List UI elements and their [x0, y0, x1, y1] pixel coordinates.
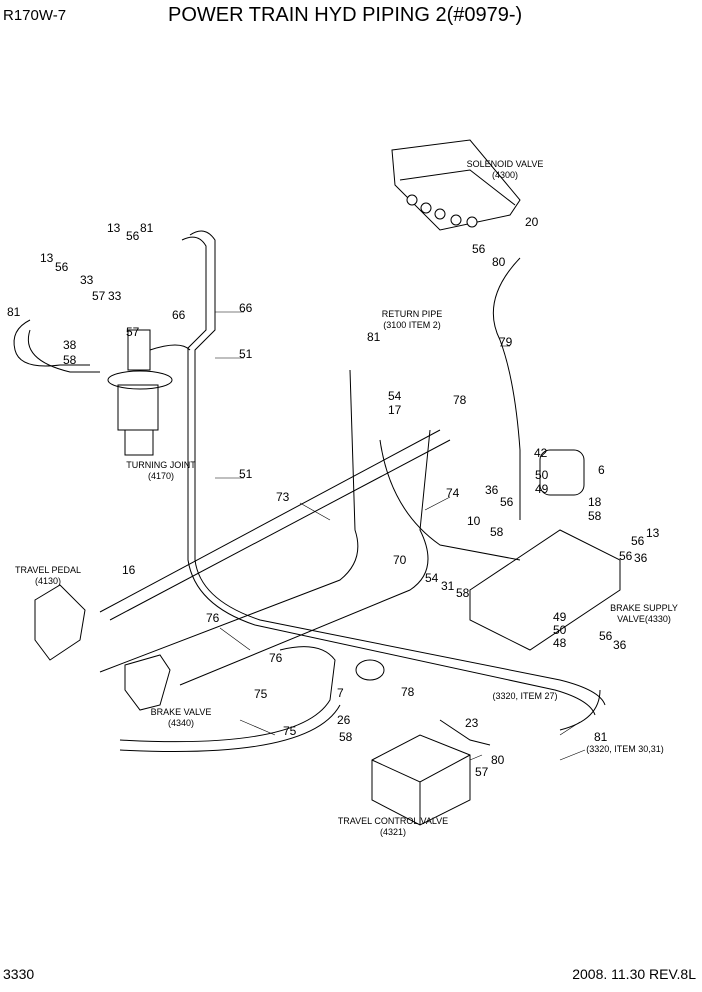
component-caption: TRAVEL CONTROL VALVE	[337, 816, 449, 826]
part-number-label: 56	[631, 534, 645, 548]
part-number-label: 57	[126, 325, 140, 339]
part-number-label: 13	[40, 251, 54, 265]
part-number-label: 36	[634, 551, 648, 565]
component-caption: SOLENOID VALVE	[466, 159, 544, 169]
part-number-label: 13	[646, 526, 660, 540]
part-number-label: 33	[108, 289, 122, 303]
accumulator-drawing	[539, 449, 585, 496]
part-number-label: 49	[535, 482, 549, 496]
part-number-label: 75	[283, 724, 297, 738]
part-number-label: 57	[92, 289, 106, 303]
hoses	[13, 230, 606, 752]
part-number-label: 42	[534, 446, 548, 460]
part-number-label: 51	[239, 467, 253, 481]
part-number-label: 56	[472, 242, 486, 256]
part-number-label: 78	[401, 685, 415, 699]
part-number-label: 23	[465, 716, 479, 730]
part-number-label: 80	[492, 255, 506, 269]
part-number-label: 74	[446, 486, 460, 500]
component-caption: (3320, ITEM 30,31)	[586, 744, 664, 754]
part-number-label: 48	[553, 636, 567, 650]
part-number-label: 81	[367, 330, 381, 344]
part-number-label: 58	[588, 509, 602, 523]
part-number-label: 58	[490, 525, 504, 539]
part-number-label: 75	[254, 687, 268, 701]
component-caption: BRAKE VALVE	[150, 707, 212, 717]
part-number-label: 70	[393, 553, 407, 567]
part-number-label: 54	[388, 389, 402, 403]
part-number-label: 79	[499, 335, 513, 349]
component-caption: (4321)	[379, 827, 407, 837]
part-number-label: 66	[239, 301, 253, 315]
component-caption: (3320, ITEM 27)	[492, 691, 558, 701]
part-number-label: 38	[63, 338, 77, 352]
revision-date: 2008. 11.30 REV.8L	[572, 966, 696, 982]
component-caption: (4170)	[147, 471, 175, 481]
part-number-label: 36	[485, 483, 499, 497]
page-title: POWER TRAIN HYD PIPING 2(#0979-)	[168, 4, 523, 26]
part-number-label: 54	[425, 571, 439, 585]
part-number-label: 33	[80, 273, 94, 287]
component-caption: (4300)	[491, 170, 519, 180]
part-number-label: 81	[7, 305, 21, 319]
part-number-label: 36	[613, 638, 627, 652]
part-number-label: 16	[122, 563, 136, 577]
component-caption: (4340)	[167, 718, 195, 728]
part-number-label: 10	[467, 514, 481, 528]
part-number-label: 66	[172, 308, 186, 322]
turning-joint-drawing	[107, 329, 173, 456]
brake-supply-valve-drawing	[469, 529, 621, 651]
component-caption: RETURN PIPE	[381, 309, 443, 319]
component-caption: BRAKE SUPPLY	[610, 603, 678, 613]
part-number-label: 56	[599, 629, 613, 643]
part-number-label: 76	[269, 651, 283, 665]
component-caption: (4130)	[34, 576, 62, 586]
component-caption: (3100 ITEM 2)	[383, 320, 441, 330]
page-number: 3330	[3, 966, 35, 982]
part-number-label: 80	[491, 753, 505, 767]
part-number-label: 20	[525, 215, 539, 229]
part-number-label: 49	[553, 610, 567, 624]
accumulator-7-drawing	[355, 659, 385, 681]
travel-pedal-drawing	[34, 584, 86, 661]
part-number-label: 13	[107, 221, 121, 235]
part-number-label: 18	[588, 495, 602, 509]
part-number-label: 6	[598, 463, 605, 477]
part-number-label: 76	[206, 611, 220, 625]
solenoid-valve-drawing	[391, 139, 521, 231]
component-caption: TRAVEL PEDAL	[14, 565, 82, 575]
part-number-label: 26	[337, 713, 351, 727]
model-code: R170W-7	[3, 7, 67, 24]
component-caption: VALVE(4330)	[617, 614, 671, 624]
part-number-label: 56	[500, 495, 514, 509]
part-number-label: 31	[441, 579, 455, 593]
part-number-label: 58	[339, 730, 353, 744]
part-number-label: 58	[456, 586, 470, 600]
part-number-label: 81	[140, 221, 154, 235]
travel-control-valve-drawing	[371, 734, 471, 826]
part-number-label: 56	[619, 549, 633, 563]
part-number-label: 57	[475, 765, 489, 779]
leader-lines	[215, 311, 586, 761]
part-number-label: 58	[63, 353, 77, 367]
part-number-label: 7	[337, 686, 344, 700]
brake-valve-drawing	[124, 654, 171, 711]
part-number-label: 56	[126, 229, 140, 243]
part-number-label: 78	[453, 393, 467, 407]
part-number-label: 56	[55, 260, 69, 274]
part-number-label: 51	[239, 347, 253, 361]
part-number-label: 50	[535, 468, 549, 482]
part-number-label: 50	[553, 623, 567, 637]
part-number-label: 17	[388, 403, 402, 417]
part-number-label: 81	[594, 730, 608, 744]
part-number-label: 73	[276, 490, 290, 504]
component-caption: TURNING JOINT	[126, 460, 196, 470]
